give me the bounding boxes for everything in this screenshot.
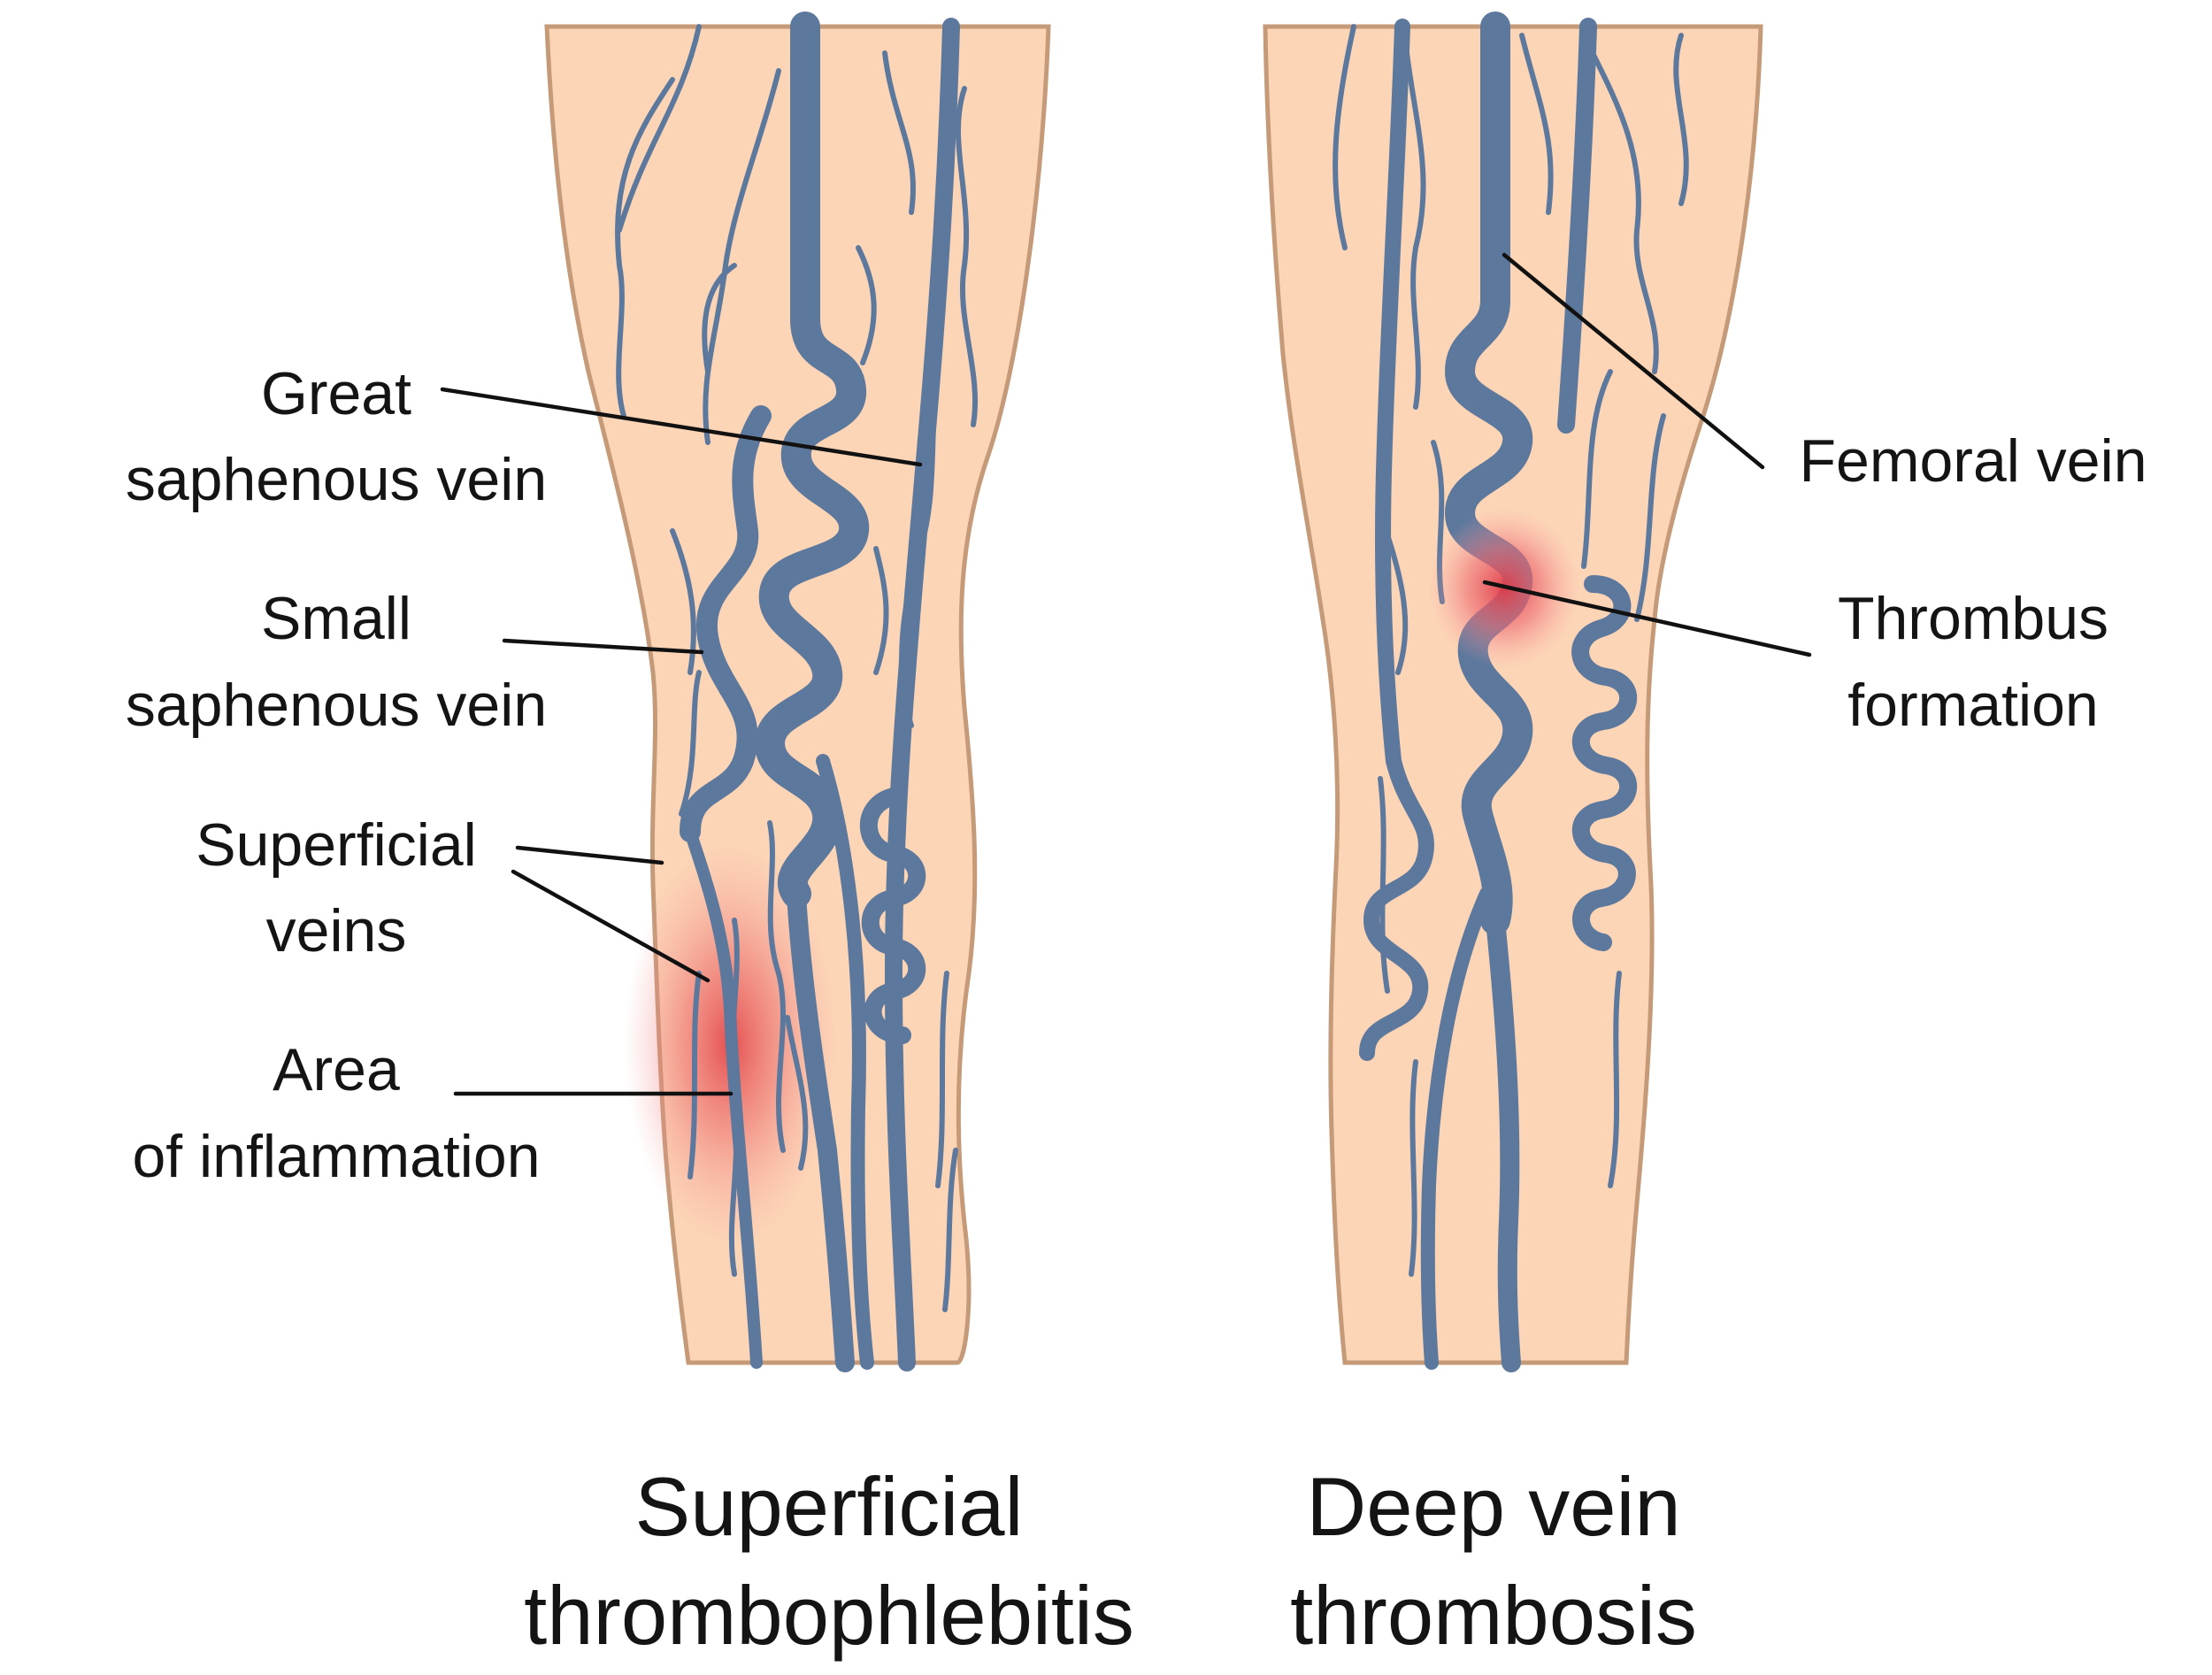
left-superficial-trunk bbox=[684, 826, 763, 1369]
left-small-saphenous-vein bbox=[680, 405, 772, 842]
captions: Superficial thrombophlebitis Deep vein t… bbox=[524, 1460, 1697, 1662]
left-tortuous-vein bbox=[755, 12, 870, 909]
leader-small-saphenous bbox=[502, 638, 704, 655]
label-inflammation-line1: Area bbox=[273, 1036, 400, 1103]
label-great-saphenous-line2: saphenous vein bbox=[126, 446, 547, 513]
right-left-side-loops bbox=[1359, 19, 1434, 1061]
leader-great-saphenous bbox=[440, 387, 923, 467]
label-small-saphenous-line2: saphenous vein bbox=[126, 672, 547, 739]
left-deep-trunk-2 bbox=[816, 754, 874, 1370]
leader-superficial-veins-1 bbox=[515, 845, 664, 865]
labels: Great saphenous vein Small saphenous vei… bbox=[126, 360, 2147, 1190]
label-thrombus-line2: formation bbox=[1847, 672, 2098, 739]
label-small-saphenous-line1: Small bbox=[261, 585, 411, 652]
label-femoral-vein: Femoral vein bbox=[1799, 427, 2147, 495]
left-deep-trunk-1 bbox=[787, 884, 855, 1372]
left-great-saphenous-vein bbox=[885, 18, 960, 1372]
left-varicose-loops bbox=[859, 788, 926, 1044]
leader-thrombus bbox=[1482, 580, 1812, 657]
label-thrombus-line1: Thrombus bbox=[1838, 585, 2108, 652]
caption-left-line2: thrombophlebitis bbox=[524, 1569, 1134, 1662]
caption-right-line2: thrombosis bbox=[1290, 1569, 1697, 1662]
label-superficial-veins-line2: veins bbox=[266, 897, 407, 964]
leader-superficial-veins-2 bbox=[511, 869, 710, 983]
caption-left-line1: Superficial bbox=[635, 1460, 1024, 1553]
leader-lines bbox=[440, 252, 1812, 1096]
right-deep-trunk-1 bbox=[1486, 910, 1521, 1372]
leader-femoral-vein bbox=[1502, 252, 1765, 470]
right-varicose-loops bbox=[1557, 18, 1638, 951]
label-superficial-veins-line1: Superficial bbox=[196, 811, 477, 879]
right-deep-trunk-2 bbox=[1420, 887, 1494, 1370]
right-leg bbox=[1263, 12, 1763, 1372]
label-inflammation-line2: of inflammation bbox=[132, 1123, 540, 1190]
label-great-saphenous-line1: Great bbox=[261, 360, 411, 427]
left-leg bbox=[544, 12, 1051, 1372]
caption-right-line1: Deep vein bbox=[1306, 1460, 1680, 1553]
